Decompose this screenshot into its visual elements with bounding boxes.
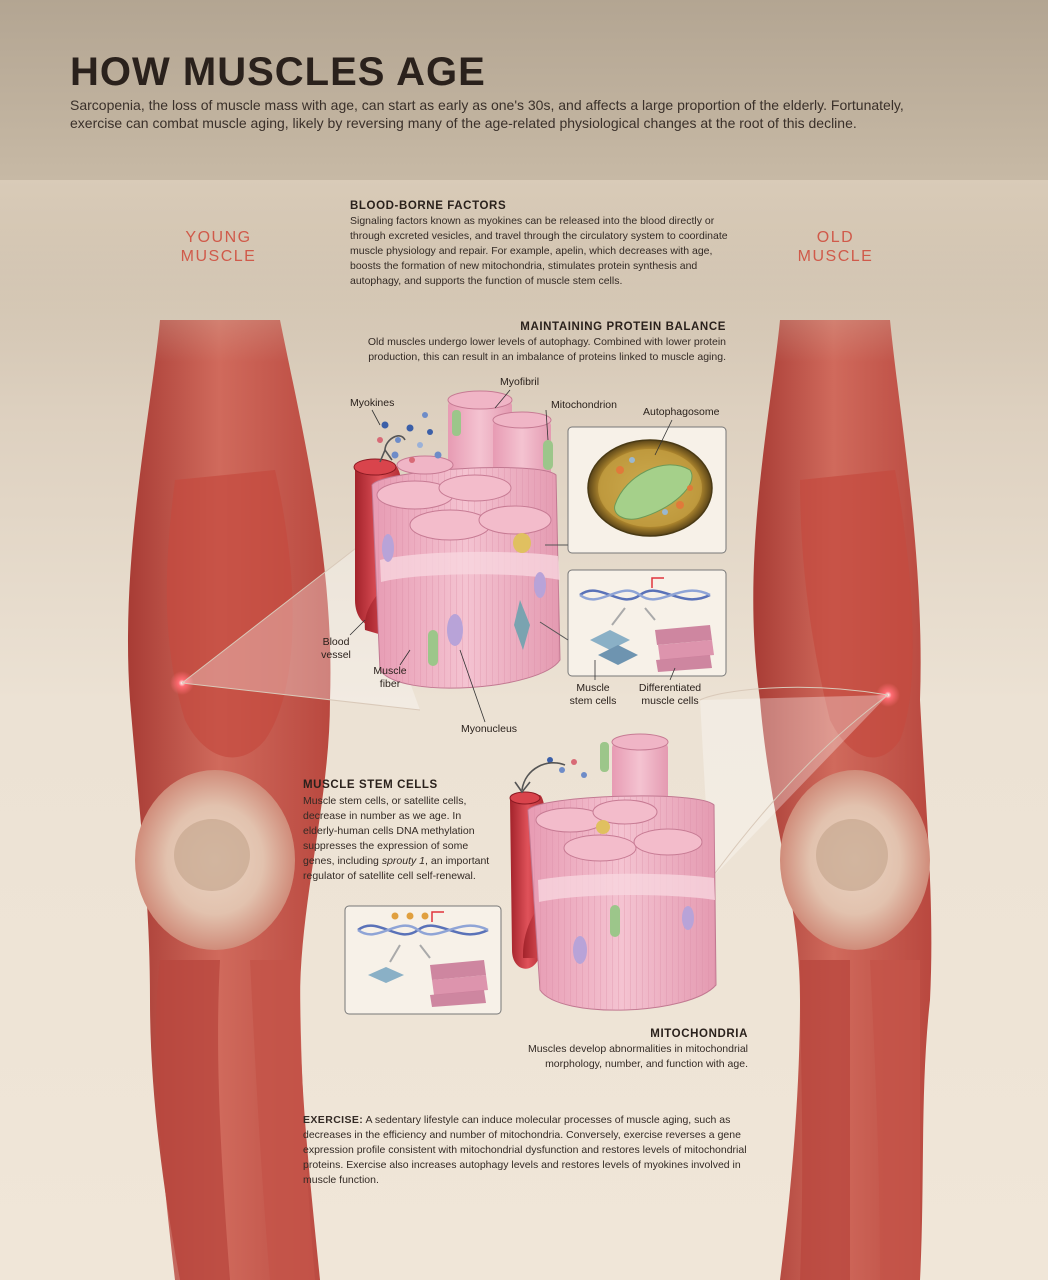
- autophagosome-inset: [567, 426, 727, 554]
- dna-inset-old: [344, 905, 502, 1015]
- label-mitochondrion: Mitochondrion: [551, 399, 617, 411]
- old-muscle-label: OLD MUSCLE: [797, 229, 874, 265]
- dna-inset-young: [567, 569, 727, 677]
- label-myofibril: Myofibril: [500, 376, 540, 388]
- label-muscle-fiber: Muscle fiber: [373, 665, 407, 690]
- label-myonucleus: Myonucleus: [461, 723, 518, 735]
- protein-balance-text: Old muscles undergo lower levels of auto…: [367, 336, 726, 363]
- mitochondria-title: MITOCHONDRIA: [650, 1028, 748, 1040]
- label-blood-vessel: Blood vessel: [321, 636, 351, 661]
- label-autophagosome: Autophagosome: [643, 406, 720, 418]
- leader-lines: [349, 389, 676, 723]
- mitochondria-text: Muscles develop abnormalities in mitocho…: [527, 1043, 748, 1070]
- blood-borne-factors-text: Signaling factors known as myokines can …: [350, 215, 728, 287]
- muscle-stem-cells-title: MUSCLE STEM CELLS: [303, 779, 438, 791]
- page-title: HOW MUSCLES AGE: [70, 50, 486, 94]
- exercise-text: EXERCISE: A sedentary lifestyle can indu…: [303, 1114, 747, 1186]
- zoom-wedge-old: [700, 695, 888, 880]
- intro-paragraph: Sarcopenia, the loss of muscle mass with…: [70, 97, 904, 131]
- young-muscle-bundle: [353, 390, 561, 689]
- blood-borne-factors-title: BLOOD-BORNE FACTORS: [350, 200, 507, 212]
- old-muscle-bundle: [509, 733, 717, 1011]
- protein-balance-title: MAINTAINING PROTEIN BALANCE: [520, 321, 726, 333]
- myokines-icon: [377, 412, 442, 463]
- young-muscle-label: YOUNG MUSCLE: [180, 229, 257, 265]
- label-differentiated-cells: Differentiated muscle cells: [638, 682, 702, 707]
- myonucleus-icon: [447, 614, 463, 646]
- mitochondrion-icon: [543, 440, 553, 470]
- stem-cell-icon: [514, 600, 530, 650]
- label-muscle-stem-cells: Muscle stem cells: [569, 682, 617, 707]
- label-myokines: Myokines: [350, 397, 395, 409]
- muscle-stem-cells-text: Muscle stem cells, or satellite cells, d…: [303, 795, 490, 882]
